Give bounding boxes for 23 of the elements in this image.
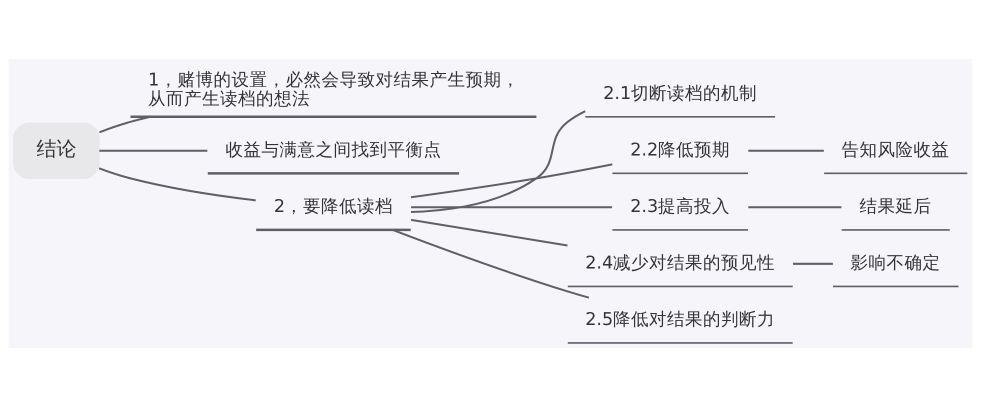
connector [99,149,208,152]
node-box: 结论 [13,122,100,178]
node-text: 2.1切断读档的机制 [603,83,758,104]
node-text: 结果延后 [860,196,932,216]
connector [748,149,824,152]
node-text: 影响不确定 [850,252,941,273]
connector [99,115,150,133]
node-text: 2.3提高投入 [630,196,730,216]
connector [410,218,568,246]
node-text: 2，要降低读档 [274,196,394,216]
node-text: 1，赌博的设置，必然会导致对结果产生预期，从而产生读档的想法 [148,70,520,109]
node-text: 告知风险收益 [842,140,950,160]
connector [792,262,833,264]
connector [410,162,613,198]
connector [392,228,590,298]
connector [748,206,842,208]
node-text: 2.2降低预期 [630,140,730,160]
node-text: 2.5降低对结果的判断力 [585,310,776,330]
connector [98,166,256,201]
connector [410,110,586,212]
connector [411,206,612,208]
node-text: 2.4减少对结果的预见性 [585,252,776,273]
node-text: 收益与满意之间找到平衡点 [225,140,442,160]
